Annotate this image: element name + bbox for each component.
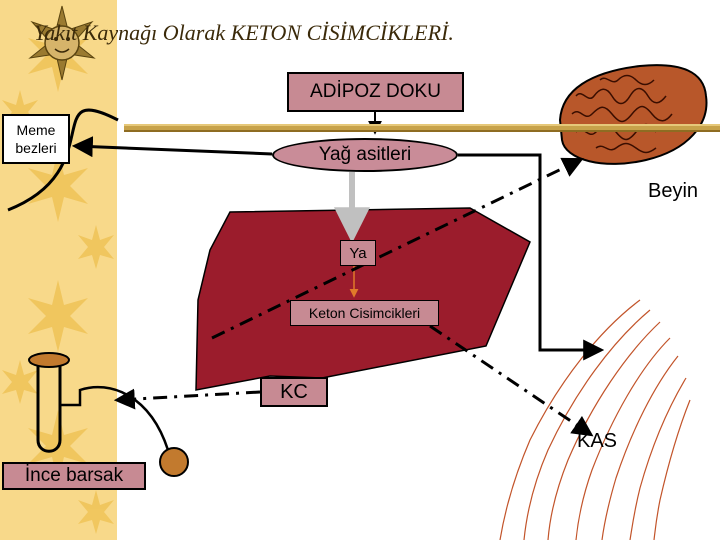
kc-to-intestine-line xyxy=(113,388,261,410)
horizontal-rule xyxy=(124,124,720,132)
arrow-yag-to-meme xyxy=(71,136,273,158)
adipoz-doku-box: ADİPOZ DOKU xyxy=(287,72,464,112)
arrow-to-meme-curve xyxy=(7,108,119,212)
arrow-yag-to-liver xyxy=(458,153,605,361)
ince-barsak-box: İnce barsak xyxy=(2,462,146,490)
brain-icon xyxy=(558,64,708,165)
keton-cisimcikleri-box: Keton Cisimcikleri xyxy=(290,300,439,326)
decorative-sidebar xyxy=(0,0,117,540)
muscle-icon xyxy=(499,299,691,540)
kc-to-muscle-line xyxy=(429,324,594,437)
yag-asitleri-ellipse: Yağ asitleri xyxy=(272,138,458,172)
sun-logo-icon xyxy=(28,5,96,81)
beyin-label: Beyin xyxy=(648,180,699,202)
meme-bezleri-box: Meme bezleri xyxy=(2,114,70,164)
liver-organ xyxy=(195,207,531,391)
page-title: Yakıt Kaynağı Olarak KETON CİSİMCİKLERİ. xyxy=(34,20,454,45)
kc-box: KC xyxy=(260,377,328,407)
kc-to-brain-line xyxy=(211,157,584,340)
ya-box: Ya xyxy=(340,240,376,266)
kas-label: KAS xyxy=(577,430,618,452)
intestine-icon xyxy=(28,352,189,477)
